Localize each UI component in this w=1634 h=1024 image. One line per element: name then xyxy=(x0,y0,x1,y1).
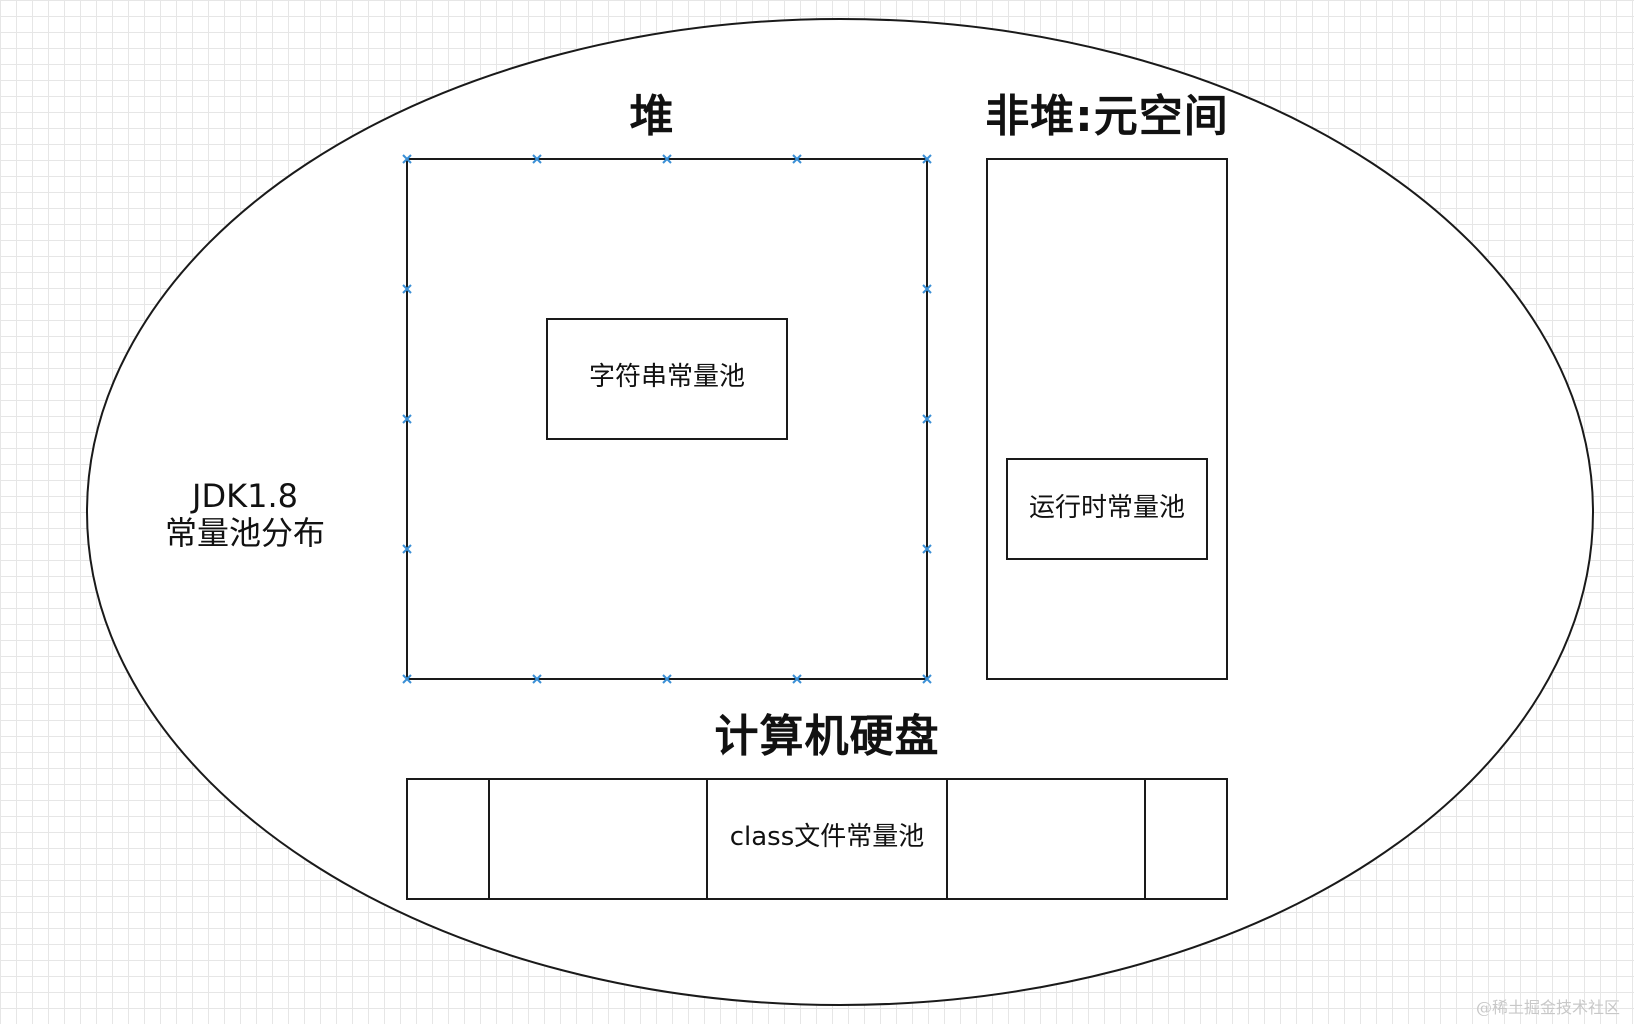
selection-handle-12[interactable] xyxy=(402,544,412,554)
class-file-constant-pool-label: class文件常量池 xyxy=(729,822,925,852)
disk-title: 计算机硬盘 xyxy=(714,711,940,762)
selection-handle-0[interactable] xyxy=(402,154,412,164)
selection-handle-15[interactable] xyxy=(922,674,932,684)
string-constant-pool-label: 字符串常量池 xyxy=(588,362,745,392)
selection-handle-4[interactable] xyxy=(402,284,412,294)
metaspace-title: 非堆:元空间 xyxy=(985,91,1229,142)
selection-handle-7[interactable] xyxy=(662,674,672,684)
string-constant-pool-box[interactable] xyxy=(546,318,788,440)
heap-title: 堆 xyxy=(629,91,675,142)
selection-handle-6[interactable] xyxy=(662,154,672,164)
selection-handle-11[interactable] xyxy=(792,674,802,684)
selection-handle-14[interactable] xyxy=(922,154,932,164)
selection-handle-10[interactable] xyxy=(792,154,802,164)
metaspace-box[interactable] xyxy=(986,158,1228,680)
selection-handle-5[interactable] xyxy=(922,284,932,294)
watermark-text: @稀土掘金技术社区 xyxy=(1475,998,1620,1017)
heap-selection-handles xyxy=(402,154,932,684)
diagram-side-label: JDK1.8 常量池分布 xyxy=(120,478,370,552)
disk-strip[interactable] xyxy=(406,778,1228,900)
side-label-line1: JDK1.8 xyxy=(192,477,298,515)
side-label-line2: 常量池分布 xyxy=(164,513,325,552)
selection-handle-13[interactable] xyxy=(922,544,932,554)
selection-handle-1[interactable] xyxy=(402,674,412,684)
selection-handle-8[interactable] xyxy=(402,414,412,424)
selection-handle-9[interactable] xyxy=(922,414,932,424)
selection-handle-2[interactable] xyxy=(532,154,542,164)
runtime-constant-pool-label: 运行时常量池 xyxy=(1028,493,1185,523)
runtime-constant-pool-box[interactable] xyxy=(1006,458,1208,560)
selection-handle-3[interactable] xyxy=(532,674,542,684)
